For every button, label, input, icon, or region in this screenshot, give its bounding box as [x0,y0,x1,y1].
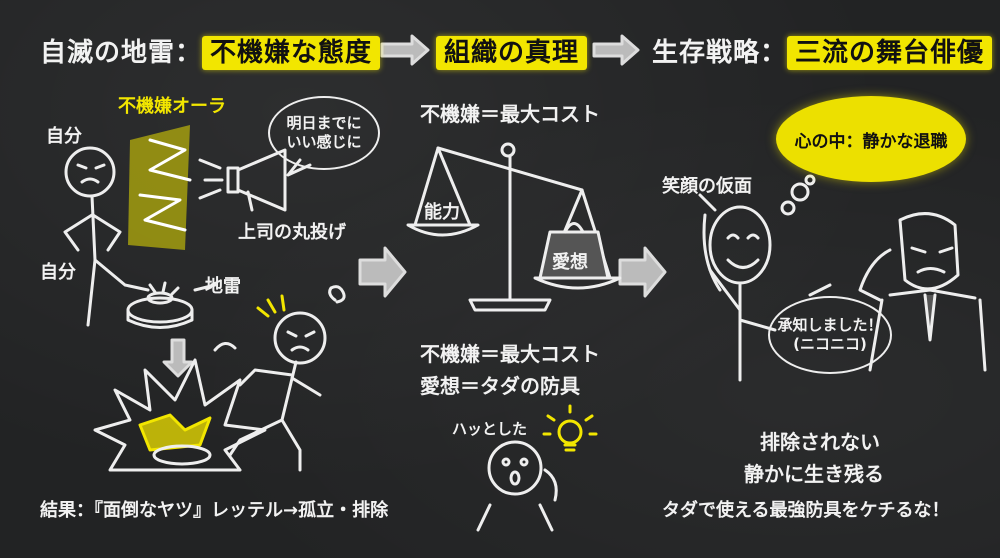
header-part3-label: 生存戦略： [652,38,788,68]
self-figure [63,146,150,327]
megaphone-icon [198,148,287,212]
survive-line2: 静かに生き残る [744,462,884,486]
cost-top-text: 不機嫌＝最大コスト [420,102,600,126]
deadline-speech-bubble: 明日までに いい感じに [268,96,380,170]
charm-weight-label: 愛想 [552,252,588,273]
explosion [93,358,267,472]
self-label-top: 自分 [46,126,82,147]
smile-mask-label: 笑顔の仮面 [662,176,752,197]
masked-figure [698,193,777,382]
cost-line2: 愛想＝タダの防具 [420,374,580,398]
header-part1-label: 自滅の地雷： [40,38,203,68]
landmine-label: 地雷 [205,276,241,297]
mid-arrow-right [618,246,667,298]
survive-line3: タダで使える最強防具をケチるな！ [662,500,950,521]
landmine-icon [126,281,217,329]
cost-line1: 不機嫌＝最大コスト [420,342,600,366]
kicked-figure [213,285,346,472]
header-part2-highlight: 組織の真理 [436,36,588,70]
boss-dump-label: 上司の丸投げ [238,222,346,243]
acknowledge-reply-bubble: 承知しました！ (ニコニコ) [768,296,892,374]
realize-figure [476,440,558,532]
self-label-bottom: 自分 [40,262,76,283]
result-text: 結果：『面倒なヤツ』レッテル→孤立・排除 [40,500,389,521]
mid-arrow-left [358,246,407,298]
lightning-2 [138,193,187,232]
survive-line1: 排除されない [760,430,880,454]
quiet-quitting-thought-cloud: 心の中：静かな退職 [776,96,966,182]
header-arrow-2 [592,34,640,66]
header-part2: 組織の真理 [436,32,588,70]
header-part1: 自滅の地雷：不機嫌な態度 [40,32,381,70]
ability-pan-label: 能力 [424,202,460,223]
header-part3-highlight: 三流の舞台俳優 [787,36,993,70]
lightning-1 [148,138,192,182]
header-part3: 生存戦略：三流の舞台俳優 [652,32,993,70]
header-part1-highlight: 不機嫌な態度 [202,36,381,70]
down-arrow [162,338,194,378]
lightbulb-icon [542,404,598,452]
realize-label: ハッとした [452,420,528,438]
balance-scale [406,142,622,312]
aura-label: 不機嫌オーラ [118,96,226,117]
header-arrow-1 [380,34,430,66]
